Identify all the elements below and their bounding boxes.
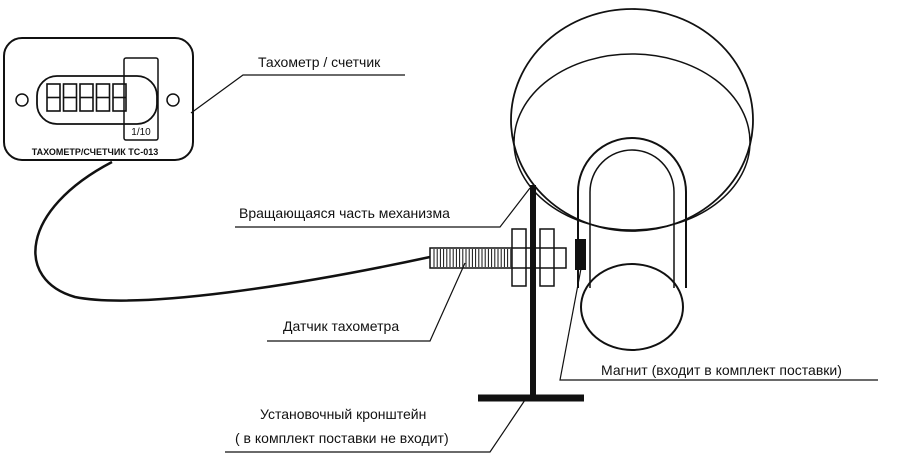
label-bracket-line2: ( в комплект поставки не входит)	[235, 430, 449, 446]
mounting-hole-left	[15, 93, 29, 107]
label-bracket-line1: Установочный кронштейн	[260, 406, 426, 422]
shaft-outline	[577, 137, 687, 288]
label-rotating-part: Вращающаяся часть механизма	[239, 205, 450, 221]
magnet	[575, 239, 586, 270]
label-tachometer: Тахометр / счетчик	[258, 54, 381, 70]
shaft-inner-outline	[589, 149, 675, 288]
sensor-cable	[34, 160, 431, 302]
leader-sensor	[267, 262, 466, 342]
leader-tachometer	[190, 74, 405, 114]
tachometer-sensor	[429, 228, 567, 287]
mounting-bracket	[478, 185, 584, 402]
leader-rotating-part	[235, 187, 531, 228]
ratio-tag	[123, 57, 159, 141]
wheel-inner-ring	[513, 53, 751, 231]
device-body	[3, 37, 194, 161]
display-digits	[46, 83, 127, 112]
sensor-body	[429, 247, 567, 269]
device-name: ТАХОМЕТР/СЧЕТЧИК ТС-013	[32, 147, 159, 157]
label-magnet: Магнит (входит в комплект поставки)	[601, 362, 842, 378]
sensor-nut-left	[511, 228, 527, 287]
shaft-end	[580, 263, 684, 351]
display-window	[36, 75, 158, 125]
rotating-part	[510, 8, 754, 351]
leader-magnet	[559, 257, 878, 381]
ratio-label: 1/10	[131, 127, 151, 138]
label-sensor: Датчик тахометра	[283, 318, 399, 334]
sensor-threads	[433, 249, 512, 267]
leader-bracket	[225, 399, 526, 453]
mounting-hole-right	[166, 93, 180, 107]
tachometer-device: 1/10 ТАХОМЕТР/СЧЕТЧИК ТС-013	[3, 37, 194, 161]
wheel-outer	[510, 8, 754, 232]
sensor-nut-right	[539, 228, 555, 287]
